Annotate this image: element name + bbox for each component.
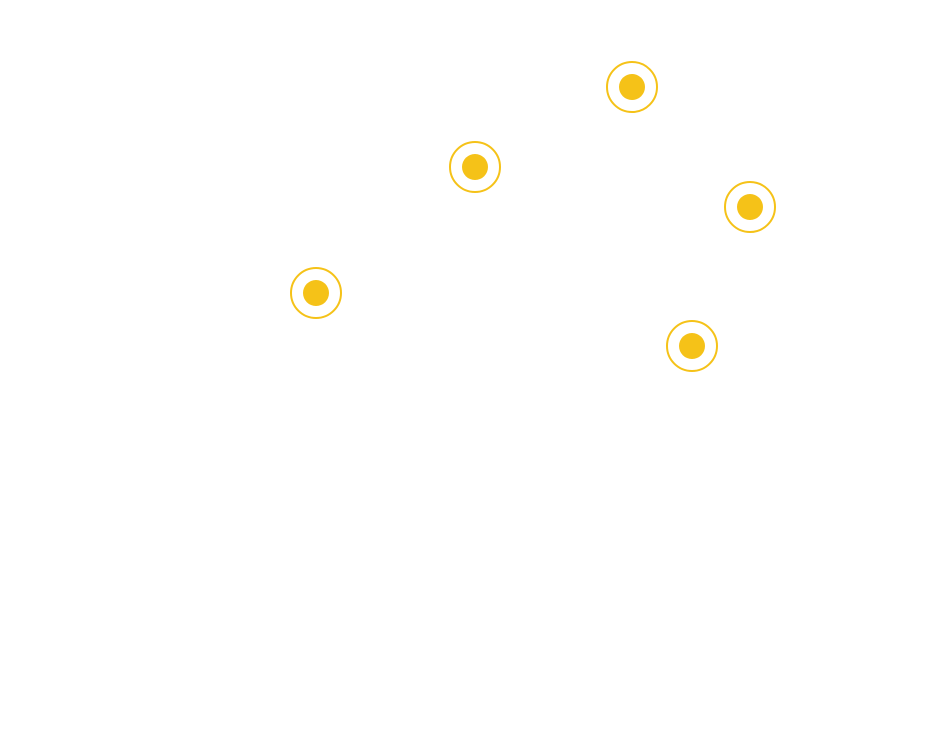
map-marker-3[interactable] (724, 181, 776, 233)
marker-dot-icon (303, 280, 329, 306)
marker-ring-icon (290, 267, 342, 319)
map-marker-1[interactable] (606, 61, 658, 113)
map-marker-4[interactable] (290, 267, 342, 319)
marker-ring-icon (449, 141, 501, 193)
marker-ring-icon (724, 181, 776, 233)
marker-ring-icon (666, 320, 718, 372)
marker-dot-icon (679, 333, 705, 359)
marker-dot-icon (619, 74, 645, 100)
marker-dot-icon (462, 154, 488, 180)
map-marker-2[interactable] (449, 141, 501, 193)
marker-dot-icon (737, 194, 763, 220)
marker-ring-icon (606, 61, 658, 113)
map-marker-5[interactable] (666, 320, 718, 372)
